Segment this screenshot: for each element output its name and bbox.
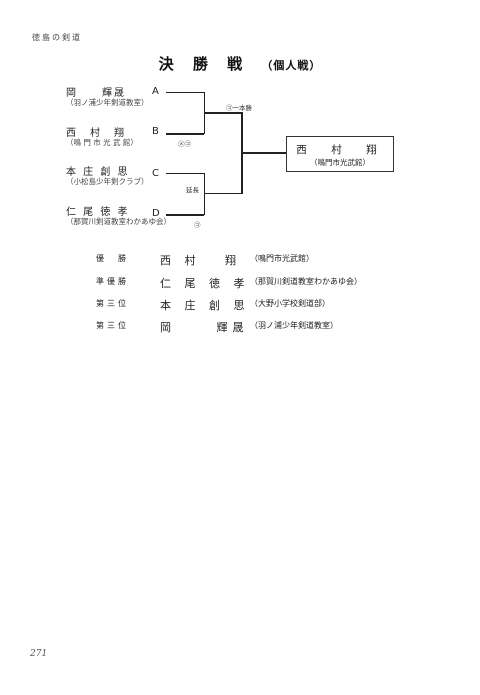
bracket-line-c	[166, 173, 204, 174]
player-a-affiliation: （羽ノ浦少年剣道教室）	[66, 98, 149, 107]
result-rank: 準優勝	[96, 277, 129, 286]
player-b-name: 西 村 翔	[66, 128, 126, 139]
winner-name: 西 村 翔	[296, 144, 384, 156]
bracket-line-ab-out	[204, 112, 242, 114]
player-b-affiliation: （鳴 門 市 光 武 館）	[66, 138, 138, 147]
result-row: 第三位 岡 輝晟 （羽ノ浦少年剣道教室）	[96, 319, 416, 335]
player-a-letter: A	[152, 86, 159, 97]
result-name: 岡 輝晟	[160, 321, 249, 334]
title-text: 決 勝 戦	[158, 55, 250, 73]
result-row: 準優勝 仁 尾 徳 孝 （那賀川剣道教室わかあゆ会）	[96, 275, 416, 291]
result-affiliation: （鳴門市光武館）	[250, 254, 314, 263]
player-b-letter: B	[152, 126, 159, 137]
result-affiliation: （羽ノ浦少年剣道教室）	[250, 321, 338, 330]
player-d-name: 仁 尾 徳 孝	[66, 207, 130, 218]
note-ab-score: ㋱㋙	[178, 140, 191, 148]
result-name: 西 村 翔	[160, 254, 241, 267]
result-affiliation: （大野小学校剣道部）	[250, 299, 330, 308]
result-name: 仁 尾 徳 孝	[160, 277, 250, 290]
result-rank: 第三位	[96, 321, 129, 330]
note-encho: 延長	[186, 186, 199, 194]
result-name: 本 庄 創 思	[160, 299, 250, 312]
running-header: 徳島の剣道	[32, 33, 82, 42]
result-row: 第三位 本 庄 創 思 （大野小学校剣道部）	[96, 297, 416, 313]
bracket-line-cd-out	[204, 193, 242, 194]
result-affiliation: （那賀川剣道教室わかあゆ会）	[250, 277, 362, 286]
result-rank: 第三位	[96, 299, 129, 308]
note-cd-score: ㋙	[194, 221, 201, 229]
page-number: 271	[30, 649, 48, 659]
player-c-affiliation: （小松島少年剣クラブ）	[66, 177, 149, 186]
player-c-letter: C	[152, 168, 159, 179]
bracket-line-final-out	[241, 152, 287, 154]
player-d-affiliation: （那賀川剣道教室わかあゆ会）	[66, 217, 171, 226]
note-ippon-gachi: ㋙一本勝	[226, 104, 252, 112]
result-rank: 優 勝	[96, 254, 129, 263]
player-a-name: 岡 輝晟	[66, 88, 126, 99]
page-title: 決 勝 戦 （個人戦）	[0, 53, 480, 74]
bracket-line-a	[166, 92, 204, 93]
winner-affiliation: （鳴門市光武館）	[310, 158, 370, 167]
bracket-line-b	[166, 133, 204, 135]
bracket-line-cd-vertical	[204, 173, 205, 215]
winner-box: 西 村 翔 （鳴門市光武館）	[286, 136, 394, 172]
player-d-letter: D	[152, 208, 160, 219]
title-subtitle: （個人戦）	[261, 59, 322, 72]
bracket-line-d	[166, 214, 204, 216]
result-row: 優 勝 西 村 翔 （鳴門市光武館）	[96, 252, 416, 268]
player-c-name: 本 庄 創 思	[66, 167, 130, 178]
